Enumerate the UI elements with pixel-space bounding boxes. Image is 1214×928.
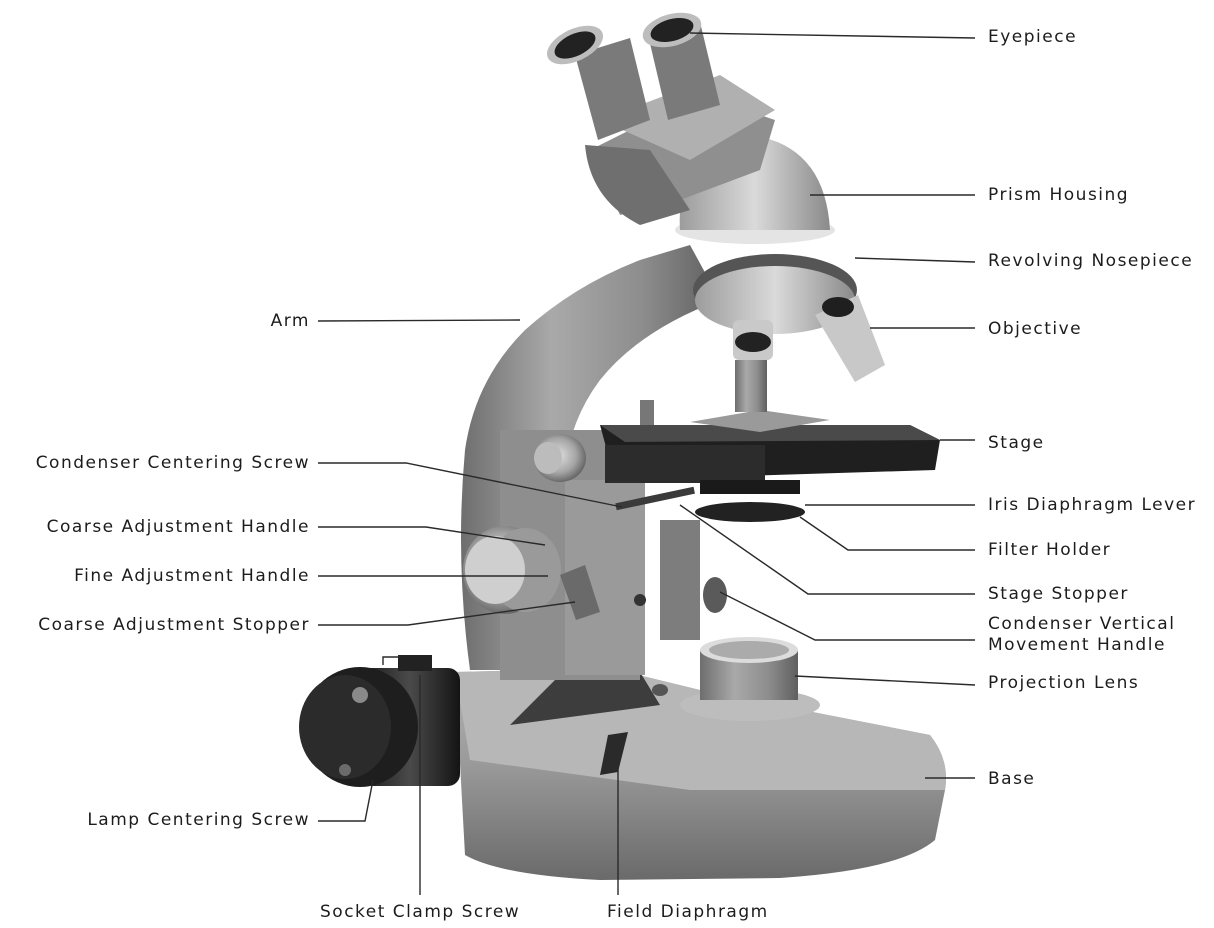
label-condenser-vertical-line1: Condenser Vertical (988, 614, 1175, 635)
label-field-diaphragm: Field Diaphragm (607, 902, 769, 922)
label-condenser-centering-screw: Condenser Centering Screw (36, 453, 310, 473)
label-revolving-nosepiece: Revolving Nosepiece (988, 251, 1193, 271)
label-iris-diaphragm-lever: Iris Diaphragm Lever (988, 495, 1196, 515)
label-stage-stopper: Stage Stopper (988, 584, 1129, 604)
label-stage: Stage (988, 433, 1045, 453)
label-lamp-centering-screw: Lamp Centering Screw (87, 810, 310, 830)
label-coarse-adjustment-stopper: Coarse Adjustment Stopper (38, 615, 310, 635)
label-arm: Arm (271, 311, 310, 331)
label-objective: Objective (988, 319, 1082, 339)
label-filter-holder: Filter Holder (988, 540, 1111, 560)
label-coarse-adjustment-handle: Coarse Adjustment Handle (47, 517, 310, 537)
label-projection-lens: Projection Lens (988, 673, 1139, 693)
projection-lens-shape (680, 637, 820, 721)
label-base: Base (988, 769, 1035, 789)
nosepiece-shape (693, 254, 885, 412)
label-eyepiece: Eyepiece (988, 27, 1077, 47)
stage-shape (600, 400, 940, 522)
label-socket-clamp-screw: Socket Clamp Screw (320, 902, 520, 922)
label-condenser-vertical-movement-handle: Condenser Vertical Movement Handle (988, 614, 1175, 656)
label-prism-housing: Prism Housing (988, 185, 1129, 205)
lamp-housing-shape (299, 655, 460, 787)
label-condenser-vertical-line2: Movement Handle (988, 635, 1175, 656)
label-fine-adjustment-handle: Fine Adjustment Handle (74, 566, 310, 586)
